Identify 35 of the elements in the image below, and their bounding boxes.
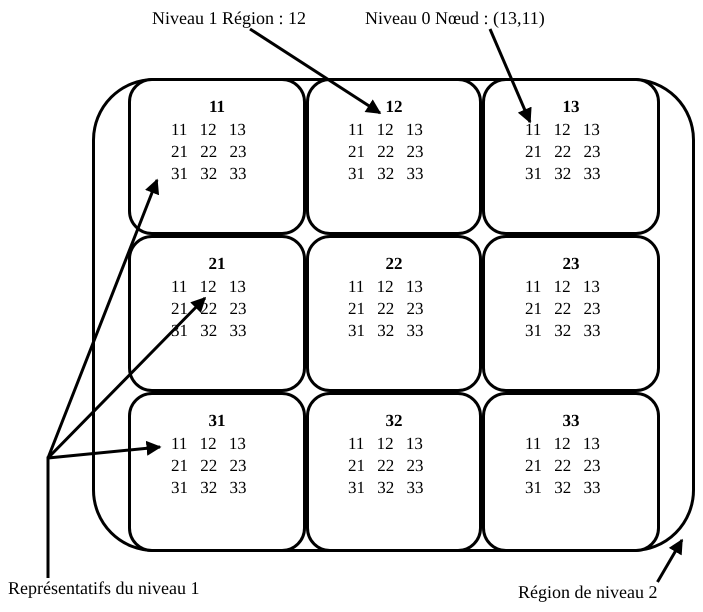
- node-number-grid: 11 12 13 21 22 23 31 32 33: [525, 276, 602, 342]
- region-outline: [92, 78, 695, 552]
- leader-arrow: [46, 440, 162, 578]
- region-box: [482, 235, 660, 392]
- region-number: 22: [386, 254, 402, 274]
- region-box: [306, 392, 482, 552]
- node-number-grid: 11 12 13 21 22 23 31 32 33: [525, 433, 602, 499]
- region-box: [128, 78, 306, 235]
- region-number: 21: [208, 254, 226, 274]
- annotation-label: Niveau 1 Région : 12: [152, 8, 306, 29]
- leader-arrow: [656, 538, 684, 583]
- leader-arrow: [249, 28, 382, 114]
- node-number-grid: 11 12 13 21 22 23 31 32 33: [525, 119, 602, 185]
- region-number: 31: [208, 411, 226, 431]
- region-box: [306, 78, 482, 235]
- node-number-grid: 11 12 13 21 22 23 31 32 33: [171, 119, 248, 185]
- region-number: 23: [562, 254, 580, 274]
- region-number: 11: [208, 97, 226, 117]
- node-number-grid: 11 12 13 21 22 23 31 32 33: [171, 433, 248, 499]
- region-box: [482, 392, 660, 552]
- node-number-grid: 11 12 13 21 22 23 31 32 33: [348, 433, 424, 499]
- region-box: [128, 392, 306, 552]
- leader-arrow: [488, 28, 532, 124]
- annotation-label: Région de niveau 2: [518, 582, 658, 603]
- node-number-grid: 11 12 13 21 22 23 31 32 33: [348, 119, 424, 185]
- region-number: 32: [386, 411, 402, 431]
- region-number: 13: [562, 97, 580, 117]
- node-number-grid: 11 12 13 21 22 23 31 32 33: [348, 276, 424, 342]
- region-number: 12: [386, 97, 402, 117]
- region-box: [306, 235, 482, 392]
- annotation-label: Représentatifs du niveau 1: [8, 578, 200, 599]
- region-box: [482, 78, 660, 235]
- region-box: [128, 235, 306, 392]
- annotation-label: Niveau 0 Nœud : (13,11): [365, 8, 545, 29]
- region-number: 33: [562, 411, 580, 431]
